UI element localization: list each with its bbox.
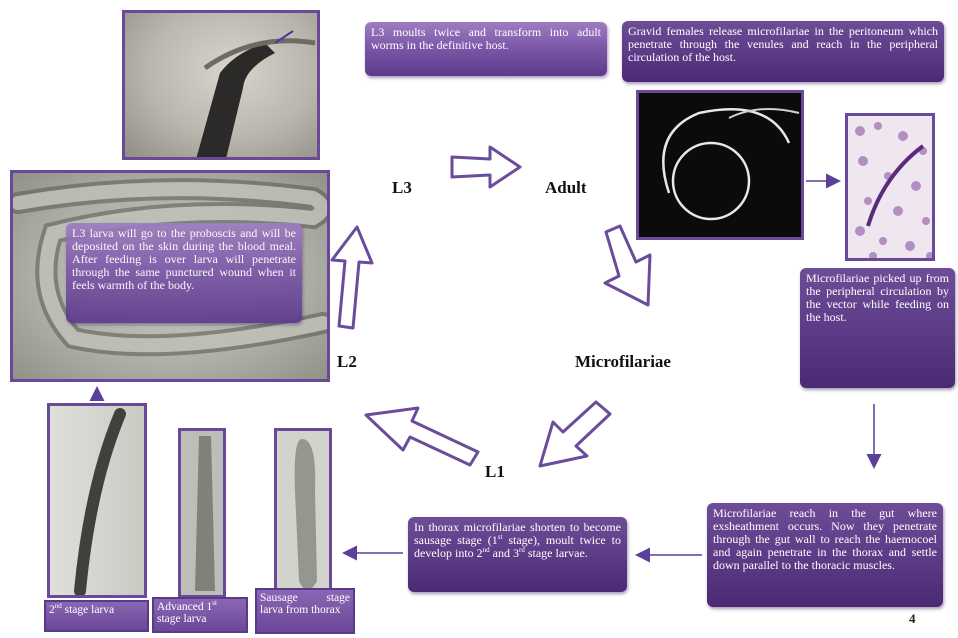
- arrow-microfilariae-to-l1: [540, 402, 610, 466]
- arrow-l1-to-l2: [366, 408, 478, 465]
- arrow-l2-to-l3: [332, 227, 372, 328]
- arrow-adult-to-microfilariae: [605, 226, 650, 305]
- arrow-l3-to-adult: [452, 147, 520, 187]
